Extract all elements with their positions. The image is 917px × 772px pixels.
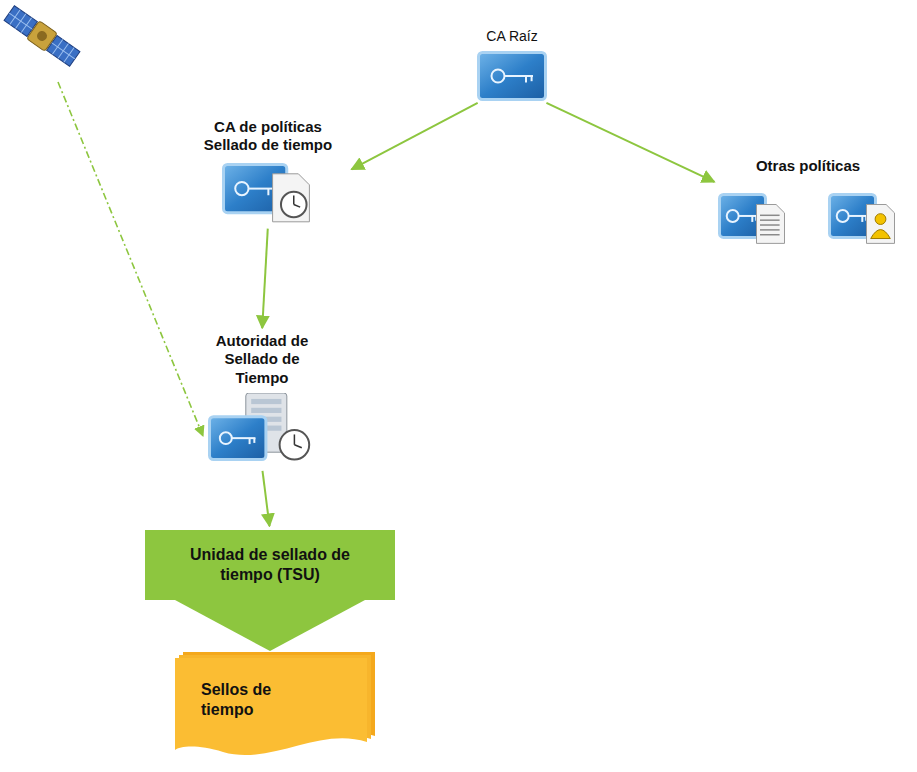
- node-label: Autoridad de Sellado de Tiempo: [203, 332, 321, 387]
- certificate-icon: [208, 393, 316, 467]
- node-label: CA de políticas Sellado de tiempo: [188, 118, 348, 155]
- certificate-icon: [828, 191, 898, 245]
- arrow-connector: [546, 103, 714, 182]
- process-box: Unidad de sellado de tiempo (TSU): [145, 530, 395, 600]
- certificate-icon: [222, 161, 314, 225]
- satellite-icon: [3, 4, 81, 68]
- certificate-icon: [718, 191, 788, 245]
- box-text: Sellos de tiempo: [201, 680, 301, 719]
- arrow-connector: [262, 229, 268, 328]
- other-policies: Otras políticas: [718, 157, 898, 245]
- icon-group: [222, 161, 314, 225]
- icon-group: [718, 191, 898, 245]
- timestamp-authority: Autoridad de Sellado de Tiempo: [203, 332, 321, 467]
- arrow-connector: [263, 471, 270, 526]
- root-ca: CA Raíz: [477, 28, 547, 101]
- icon-group: [477, 51, 547, 101]
- node-label: Otras políticas: [756, 157, 860, 175]
- document-stack: Sellos de tiempo: [175, 652, 375, 760]
- certificate-icon: [477, 51, 547, 101]
- satellite-link: [58, 82, 203, 436]
- box-text: Unidad de sellado de tiempo (TSU): [165, 545, 375, 584]
- block-arrow: [175, 600, 365, 651]
- policy-ca: CA de políticas Sellado de tiempo: [188, 118, 348, 225]
- icon-group: [208, 393, 316, 467]
- arrow-connector: [352, 103, 478, 169]
- node-label: CA Raíz: [486, 28, 537, 45]
